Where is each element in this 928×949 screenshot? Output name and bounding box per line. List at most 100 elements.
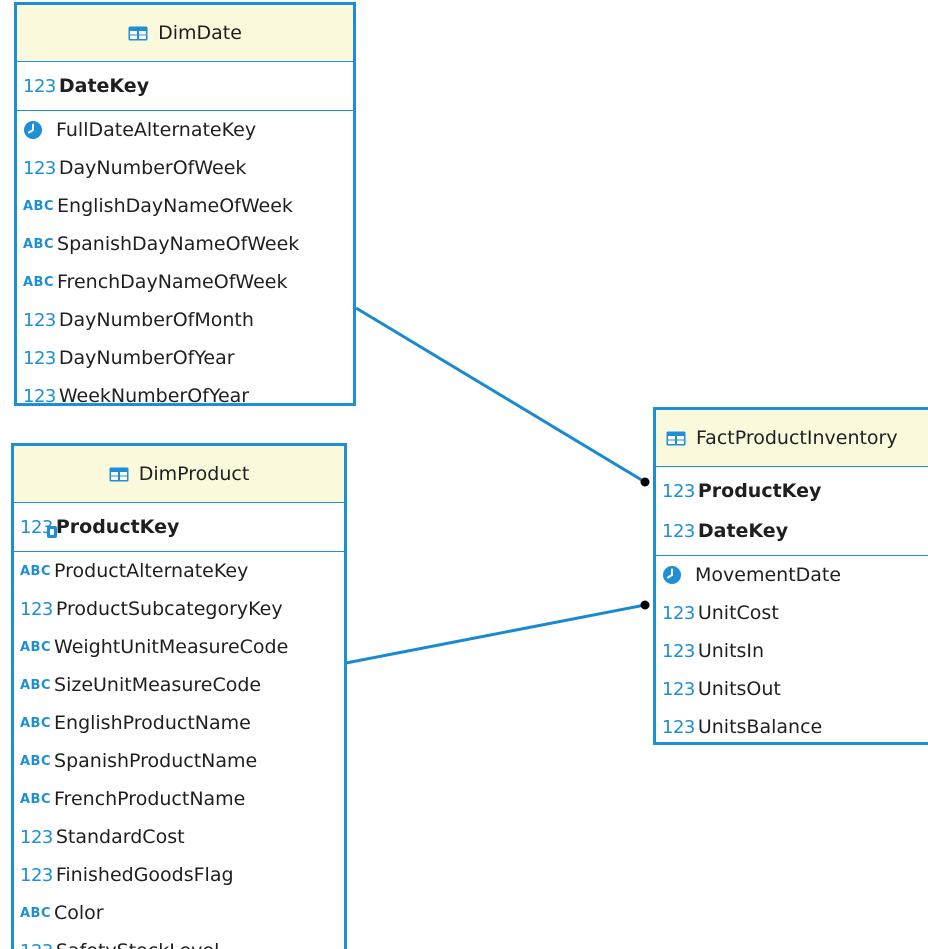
string-type-icon: ABC <box>20 564 51 579</box>
number-type-icon: 123 <box>662 641 695 662</box>
number-type-icon: 123 <box>662 481 695 502</box>
number-type-label: 123 <box>23 309 56 331</box>
number-type-icon: 123 <box>20 827 53 848</box>
number-type-label: 123 <box>662 520 695 542</box>
column-row[interactable]: MovementDate <box>656 556 928 594</box>
number-type-label: 123 <box>662 716 695 738</box>
number-type-label: 123 <box>23 347 56 369</box>
table-icon <box>666 431 686 446</box>
number-type-icon: 123 <box>662 603 695 624</box>
number-type-label: 123 <box>20 517 57 538</box>
string-type-label: ABC <box>23 236 55 252</box>
column-name: StandardCost <box>55 826 185 848</box>
string-type-icon: ABC <box>20 792 51 807</box>
number-type-icon: 123 <box>662 521 695 542</box>
entity-dimdate-header[interactable]: DimDate <box>17 5 353 62</box>
column-row[interactable]: FullDateAlternateKey <box>17 111 353 149</box>
string-type-icon: ABC <box>23 199 54 214</box>
key-icon <box>46 525 57 538</box>
number-type-icon: 123 <box>23 385 56 406</box>
string-type-label: ABC <box>20 905 52 921</box>
number-type-label: 123 <box>662 480 695 502</box>
column-name: Color <box>54 902 104 924</box>
string-type-icon: ABC <box>20 678 51 693</box>
string-type-label: ABC <box>20 715 52 731</box>
column-name: ProductSubcategoryKey <box>55 598 283 620</box>
clock-icon <box>662 565 692 585</box>
number-type-label: 123 <box>23 385 56 406</box>
column-name: MovementDate <box>695 564 842 586</box>
entity-dimproduct-header[interactable]: DimProduct <box>14 446 344 503</box>
column-name: FinishedGoodsFlag <box>55 864 234 886</box>
number-type-label: 123 <box>662 640 695 662</box>
relationship-dimproduct-fact[interactable] <box>345 603 646 665</box>
number-type-label: 123 <box>662 678 695 700</box>
string-type-icon: ABC <box>23 275 54 290</box>
string-type-icon: ABC <box>20 754 51 769</box>
relationship-dimdate-fact[interactable] <box>355 306 646 484</box>
entity-dimproduct-title: DimProduct <box>138 463 250 485</box>
key-column-name: ProductKey <box>697 480 822 502</box>
column-name: SpanishDayNameOfWeek <box>57 233 300 255</box>
number-type-label: 123 <box>662 602 695 624</box>
string-type-icon: ABC <box>20 906 51 921</box>
column-row[interactable]: 123SafetyStockLevel <box>14 932 344 949</box>
column-name: EnglishDayNameOfWeek <box>57 195 293 217</box>
number-type-icon: 123 <box>662 717 695 738</box>
column-name: UnitsOut <box>697 678 781 700</box>
string-type-label: ABC <box>20 639 52 655</box>
column-name: SizeUnitMeasureCode <box>54 674 262 696</box>
column-name: DayNumberOfMonth <box>58 309 254 331</box>
number-type-label: 123 <box>20 598 53 620</box>
entity-factproductinventory-header[interactable]: FactProductInventory <box>656 410 928 467</box>
key-column-name: DateKey <box>697 520 789 542</box>
column-name: UnitCost <box>697 602 779 624</box>
clock-icon <box>23 120 53 140</box>
string-type-label: ABC <box>20 677 52 693</box>
key-column-name: DateKey <box>58 75 150 97</box>
string-type-icon: ABC <box>20 640 51 655</box>
number-type-icon: 123 <box>20 599 53 620</box>
column-name: WeightUnitMeasureCode <box>54 636 289 658</box>
column-name: DayNumberOfYear <box>58 347 235 369</box>
column-name: EnglishProductName <box>54 712 251 734</box>
entity-factproductinventory-title: FactProductInventory <box>696 427 898 449</box>
column-name: ProductAlternateKey <box>54 560 249 582</box>
string-type-label: ABC <box>20 563 52 579</box>
primary-key-number-icon: 123 <box>20 517 57 538</box>
